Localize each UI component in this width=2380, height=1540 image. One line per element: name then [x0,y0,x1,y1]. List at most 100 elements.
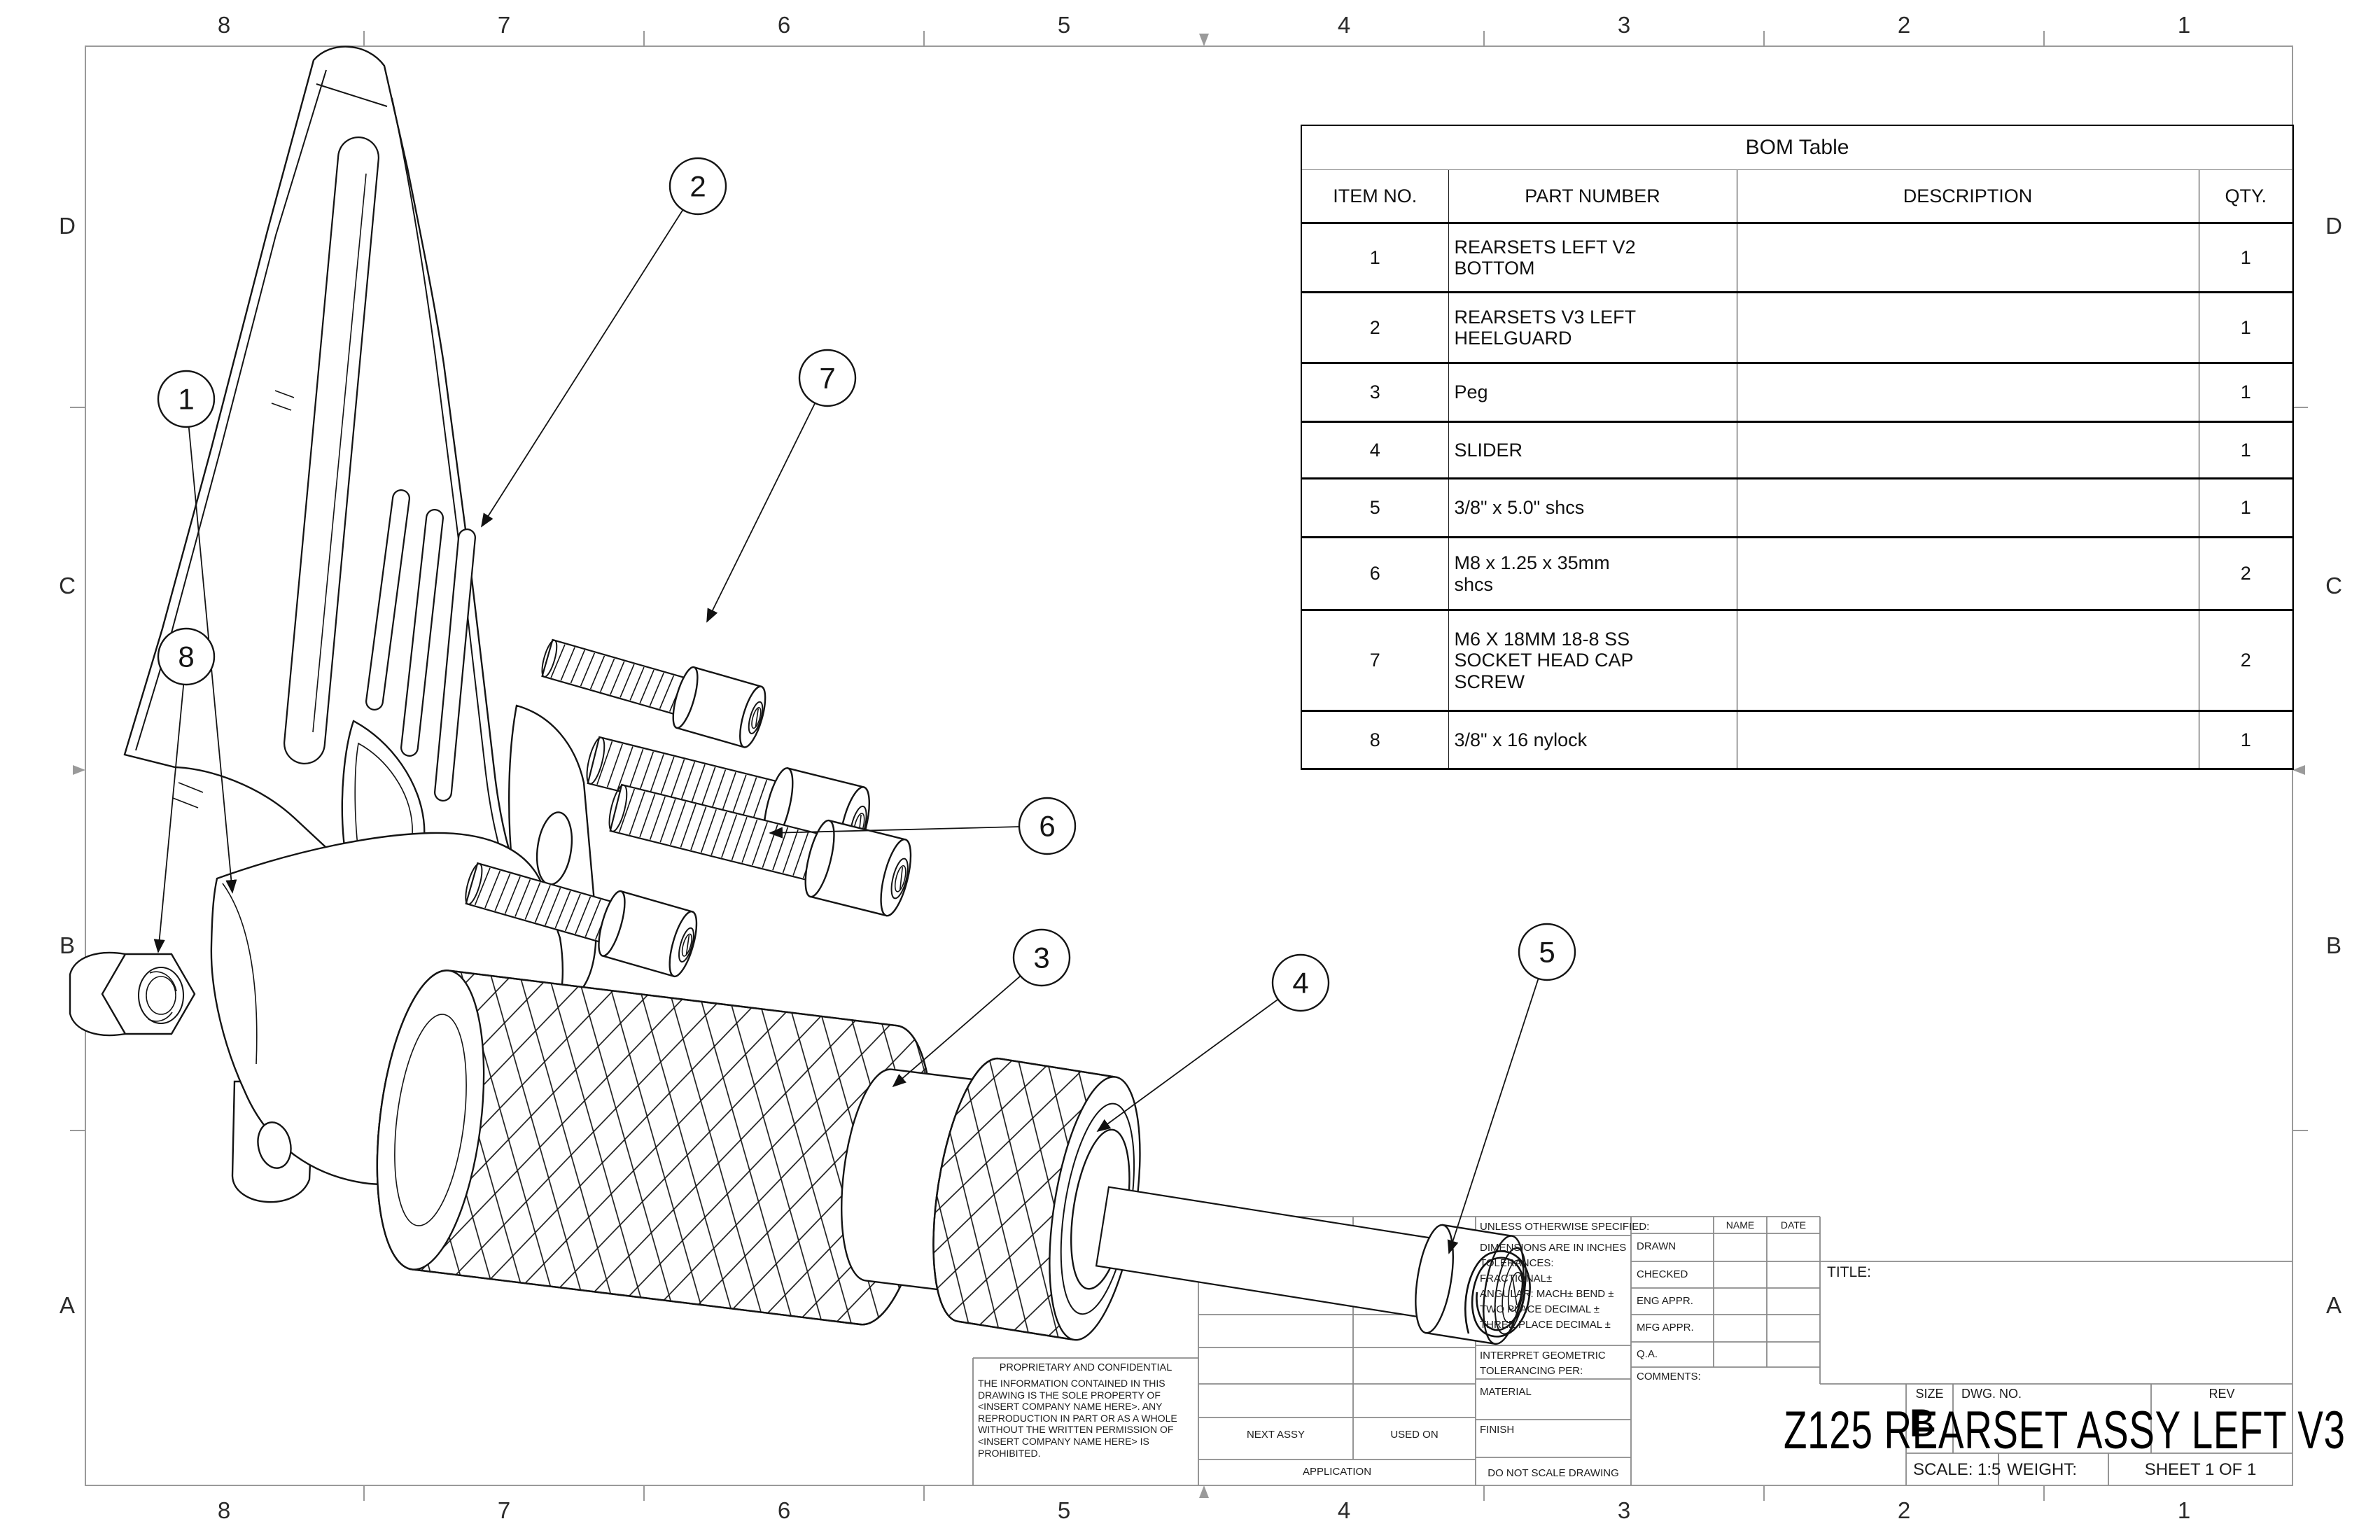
rearset-assembly-drawing [69,46,1531,1345]
balloon-number: 2 [690,170,706,203]
proprietary-line: <INSERT COMPANY NAME HERE>. ANY [978,1401,1163,1413]
finish-label: FINISH [1480,1424,1515,1436]
approval-row-label: ENG APPR. [1637,1295,1693,1307]
zone-left-A: A [59,1292,76,1318]
unless-otherwise-specified: UNLESS OTHERWISE SPECIFIED: [1480,1221,1650,1233]
bom-cell-item: 3 [1301,363,1449,423]
zone-bottom-3: 3 [1617,1497,1631,1523]
zone-right-C: C [2325,573,2342,598]
bom-cell-part: M6 X 18MM 18-8 SS SOCKET HEAD CAP SCREW [1448,610,1737,712]
balloon-5 [1518,923,1576,981]
approval-row-label: MFG APPR. [1637,1322,1694,1334]
zone-top-3: 3 [1617,12,1631,38]
balloon-number: 1 [178,383,194,416]
bom-cell-item: 5 [1301,478,1449,538]
bom-header-qty: QTY. [2198,169,2294,224]
date-header: DATE [1780,1219,1807,1231]
bom-cell-qty: 1 [2198,710,2294,770]
approval-row-label: CHECKED [1637,1268,1688,1280]
size-label: SIZE [1915,1387,1944,1401]
zone-left-D: D [59,213,76,239]
two-place-note: TWO PLACE DECIMAL ± [1480,1303,1600,1315]
bom-cell-desc [1736,363,2199,423]
zone-top-5: 5 [1057,12,1071,38]
bom-header-desc: DESCRIPTION [1736,169,2199,224]
proprietary-line: <INSERT COMPANY NAME HERE> IS [978,1436,1149,1447]
bom-cell-qty: 1 [2198,363,2294,423]
bom-cell-part: REARSETS LEFT V2 BOTTOM [1448,223,1737,293]
bom-cell-item: 1 [1301,223,1449,293]
bom-cell-desc [1736,223,2199,293]
interpret-geometric: INTERPRET GEOMETRIC [1480,1350,1606,1362]
bom-header-part: PART NUMBER [1448,169,1737,224]
bom-cell-qty: 1 [2198,421,2294,479]
zone-top-8: 8 [217,12,231,38]
drawing-title: Z125 REARSET ASSY LEFT V3 [1784,1401,2346,1460]
bom-cell-part: REARSETS V3 LEFT HEELGUARD [1448,292,1737,364]
zone-left-C: C [59,573,76,598]
do-not-scale: DO NOT SCALE DRAWING [1488,1467,1619,1479]
bom-cell-part: M8 x 1.25 x 35mm shcs [1448,537,1737,611]
bom-cell-qty: 1 [2198,292,2294,364]
name-header: NAME [1726,1219,1755,1231]
bom-cell-desc [1736,478,2199,538]
proprietary-line: REPRODUCTION IN PART OR AS A WHOLE [978,1412,1177,1424]
used-on-label: USED ON [1390,1429,1438,1441]
bom-cell-desc [1736,421,2199,479]
proprietary-line: WITHOUT THE WRITTEN PERMISSION OF [978,1424,1174,1436]
bom-cell-desc [1736,292,2199,364]
zone-bottom-4: 4 [1337,1497,1351,1523]
balloon-1 [157,370,216,428]
proprietary-line: PROHIBITED. [978,1447,1041,1459]
bom-cell-part: SLIDER [1448,421,1737,479]
tolerances-note: TOLERANCES: [1480,1257,1554,1269]
bom-cell-item: 4 [1301,421,1449,479]
application-label: APPLICATION [1302,1466,1372,1478]
zone-ticks [70,31,2308,1501]
zone-bottom-6: 6 [777,1497,791,1523]
bom-cell-desc [1736,537,2199,611]
zone-bottom-8: 8 [217,1497,231,1523]
bom-cell-part: 3/8" x 5.0" shcs [1448,478,1737,538]
bom-cell-qty: 2 [2198,537,2294,611]
bom-header-item: ITEM NO. [1301,169,1449,224]
balloon-4 [1271,953,1330,1012]
zone-top-1: 1 [2177,12,2191,38]
zone-left-B: B [59,932,76,958]
bom-title: BOM Table [1300,125,2295,170]
angular-note: ANGULAR: MACH± BEND ± [1480,1288,1614,1300]
balloon-3 [1012,928,1071,987]
bom-cell-desc [1736,610,2199,712]
zone-right-B: B [2325,932,2342,958]
comments-label: COMMENTS: [1637,1371,1701,1382]
bom-cell-qty: 2 [2198,610,2294,712]
zone-top-7: 7 [497,12,511,38]
zone-right-A: A [2325,1292,2342,1318]
balloon-number: 6 [1039,810,1055,843]
size-value: B [1909,1401,1935,1445]
balloon-6 [1018,797,1077,855]
zone-top-6: 6 [777,12,791,38]
bom-cell-part: 3/8" x 16 nylock [1448,710,1737,770]
zone-bottom-5: 5 [1057,1497,1071,1523]
zone-right-D: D [2325,213,2342,239]
bom-cell-item: 6 [1301,537,1449,611]
balloon-8 [157,627,216,686]
balloon-number: 3 [1033,941,1049,974]
sheet-label: SHEET 1 OF 1 [2144,1460,2257,1479]
title-label: TITLE: [1827,1264,1872,1280]
scale-value: SCALE: 1:5 [1913,1460,2001,1479]
zone-bottom-7: 7 [497,1497,511,1523]
weight-label: WEIGHT: [2007,1460,2077,1479]
material-label: MATERIAL [1480,1386,1532,1398]
fractional-note: FRACTIONAL± [1480,1273,1553,1284]
